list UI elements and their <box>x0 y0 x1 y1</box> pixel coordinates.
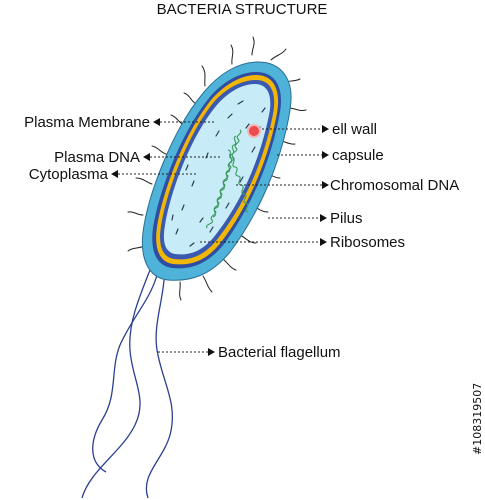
ribosome <box>209 226 214 233</box>
ribosome <box>261 107 266 113</box>
ribosome <box>227 113 233 119</box>
cytoplasm <box>163 84 271 255</box>
ribosome <box>181 204 185 211</box>
flagellum-2 <box>92 274 158 473</box>
ribosome <box>191 180 195 187</box>
arrow-cytoplasma <box>111 170 118 178</box>
ribosome <box>185 164 189 171</box>
ribosome <box>225 202 230 209</box>
label-cytoplasma: Cytoplasma <box>29 166 109 183</box>
arrow-chromosomal-dna <box>322 181 329 189</box>
arrow-plasma-membrane <box>153 118 160 126</box>
chromosomal-dna <box>205 129 249 229</box>
pilus <box>221 257 237 271</box>
pilus <box>288 107 307 112</box>
arrow-plasma-dna <box>143 153 150 161</box>
arrowheads <box>111 118 329 356</box>
ribosome <box>251 146 256 153</box>
label-cell-wall: ell wall <box>332 121 377 138</box>
pilus <box>179 281 182 301</box>
label-ribosomes: Ribosomes <box>330 234 405 251</box>
label-plasma-dna: Plasma DNA <box>54 149 140 166</box>
leader-lines <box>118 121 322 353</box>
ribosome <box>245 123 250 129</box>
stock-id-watermark: #108319507 <box>471 383 484 455</box>
ribosome <box>189 242 195 247</box>
flagellum-1 <box>81 269 151 499</box>
pilus <box>183 92 197 105</box>
flagellum-3 <box>145 279 174 499</box>
ribosome <box>175 228 179 235</box>
pilus <box>202 275 213 293</box>
plasmid <box>247 124 261 138</box>
bacterium-cell <box>141 61 292 281</box>
label-chromosomal-dna: Chromosomal DNA <box>330 177 459 194</box>
pilus <box>151 145 167 155</box>
bacterial-flagella <box>81 269 174 499</box>
ribosome <box>199 217 204 223</box>
ribosome <box>171 214 174 221</box>
label-bacterial-flagellum: Bacterial flagellum <box>218 344 341 361</box>
arrow-capsule <box>322 151 329 159</box>
label-capsule: capsule <box>332 147 384 164</box>
ribosome <box>239 176 244 183</box>
arrow-pilus <box>320 214 327 222</box>
diagram-title: BACTERIA STRUCTURE <box>157 1 328 18</box>
label-plasma-membrane: Plasma Membrane <box>24 114 150 131</box>
label-pilus: Pilus <box>330 210 363 227</box>
pilus <box>135 177 153 185</box>
arrow-bacterial-flagellum <box>208 348 215 356</box>
ribosome <box>215 130 220 137</box>
pilus <box>230 44 234 65</box>
arrow-ribosomes <box>320 238 327 246</box>
pilus <box>127 211 144 216</box>
pilus <box>251 36 255 56</box>
ribosome <box>237 100 244 105</box>
pilus <box>270 48 287 61</box>
arrow-cell-wall <box>322 125 329 133</box>
pilus <box>127 245 145 252</box>
pilus <box>201 65 206 87</box>
